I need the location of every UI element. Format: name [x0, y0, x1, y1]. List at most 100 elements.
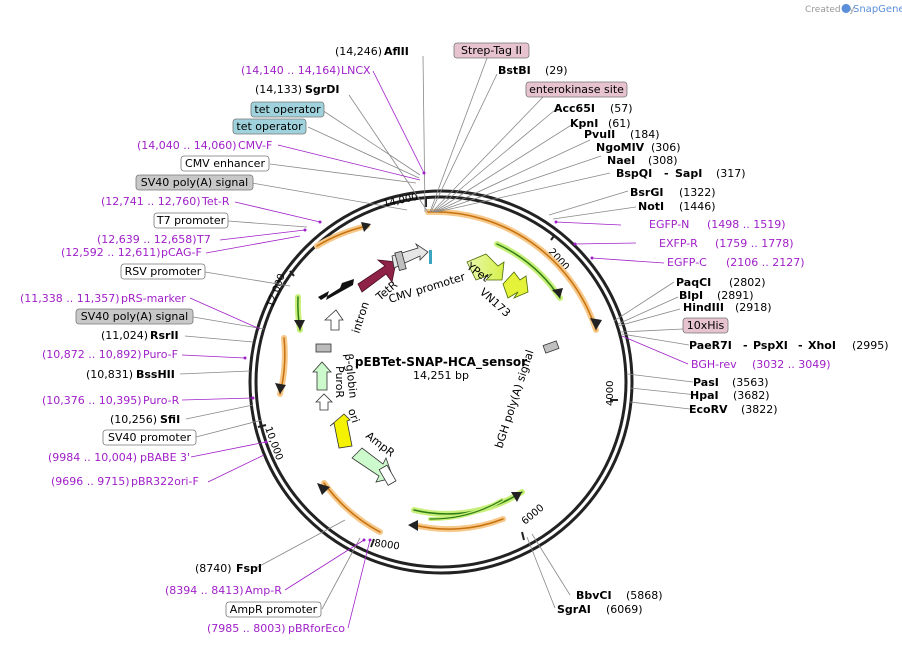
egfpc-name: EGFP-C [667, 256, 707, 269]
acc65-name: Acc65I [554, 102, 595, 115]
feature-label-ori: ori [345, 407, 362, 425]
pspxi-name: PspXI [753, 339, 788, 352]
ampr-promoter-feature [378, 464, 397, 486]
vn173-feature [502, 271, 529, 299]
tick-marks [257, 199, 618, 548]
lncx-pos: (14,140 .. 14,164) [241, 64, 341, 77]
xhoi-name: XhoI [808, 339, 836, 352]
pasi-name: PasI [693, 376, 719, 389]
tick-12000: 12,000 [265, 272, 287, 309]
nae-name: NaeI [607, 154, 635, 167]
noti-name: NotI [638, 200, 664, 213]
credit-prefix: Created by [805, 5, 855, 15]
label-tet-operator-1: tet operator [254, 103, 321, 116]
leader-lines-gray [179, 49, 698, 610]
left-labels: (14,246) AflII (14,140 .. 14,164) LNCX (… [20, 45, 409, 635]
puror-pos: (10,376 .. 10,395) [42, 394, 142, 407]
backbone-inner [254, 195, 628, 569]
pasi-pos: (3563) [732, 376, 769, 389]
kpn-name: KpnI [570, 117, 598, 130]
rsrii-pos: (11,024) [101, 329, 148, 342]
sv40-polyA-feature [315, 343, 332, 353]
t7-pos: (12,639 .. 12,658) [97, 233, 197, 246]
paer7i-sep2: - [798, 339, 803, 352]
pcag-pos: (12,592 .. 12,611) [61, 246, 161, 259]
egfpn-pos: (1498 .. 1519) [707, 218, 786, 231]
label-10xhis: 10xHis [687, 319, 725, 332]
cmvf-pos: (14,040 .. 14,060) [137, 139, 237, 152]
feature-label-puror: PuroR [333, 366, 346, 398]
tetr-name: Tet-R [201, 195, 230, 208]
pvu-name: PvuII [584, 128, 615, 141]
bgh-feature [542, 340, 560, 354]
tick-4000: 4000 [605, 381, 616, 406]
ampr-primer-name: Amp-R [245, 584, 282, 597]
paqci-name: PaqCI [676, 276, 711, 289]
tetr-feature [357, 259, 397, 293]
feature-label-intron: intron [349, 300, 371, 335]
bbvci-pos: (5868) [626, 589, 663, 602]
sgrdi-name: SgrDI [305, 83, 339, 96]
hind-pos: (2918) [735, 301, 772, 314]
label-enterokinase: enterokinase site [529, 83, 624, 96]
plasmid-length: 14,251 bp [413, 369, 469, 382]
ngo-pos: (306) [651, 141, 681, 154]
paer7i-sep1: - [743, 339, 748, 352]
features [312, 242, 560, 486]
tick-6000: 6000 [520, 503, 547, 528]
bbvci-name: BbvCI [576, 589, 612, 602]
sfii-pos: (10,256) [110, 413, 157, 426]
sgrai-pos: (6069) [606, 603, 643, 616]
acc65-pos: (57) [610, 102, 633, 115]
afl-name: AflII [384, 45, 409, 58]
ecorv-name: EcoRV [689, 403, 728, 416]
bsshii-name: BssHII [136, 368, 175, 381]
purof-name: Puro-F [143, 348, 178, 361]
bspqi-pos: (317) [716, 167, 746, 180]
hpai-name: HpaI [690, 389, 719, 402]
puror-feature [312, 361, 332, 391]
box-labels: Strep-Tag II enterokinase site tet opera… [75, 42, 729, 618]
tetr-pos: (12,741 .. 12,760) [101, 195, 201, 208]
ecorv-pos: (3822) [741, 403, 778, 416]
label-sv40-polyA-1: SV40 poly(A) signal [141, 176, 248, 189]
bsrgi-pos: (1322) [679, 186, 716, 199]
noti-pos: (1446) [679, 200, 716, 213]
egfpc-pos: (2106 .. 2127) [726, 256, 805, 269]
exfpr-pos: (1759 .. 1778) [715, 237, 794, 250]
label-ampr-promoter: AmpR promoter [230, 603, 318, 616]
hpai-pos: (3682) [733, 389, 770, 402]
fspi-pos: (8740) [195, 562, 232, 575]
prs-pos: (11,338 .. 11,357) [20, 292, 120, 305]
sgrai-name: SgrAI [557, 603, 591, 616]
leader-lines-purple [181, 70, 689, 629]
kpn-pos: (61) [608, 117, 631, 130]
paer7i-pos: (2995) [852, 339, 889, 352]
label-strep-tag: Strep-Tag II [461, 44, 522, 57]
bghrev-pos: (3032 .. 3049) [752, 358, 831, 371]
label-cmv-enhancer: CMV enhancer [185, 157, 265, 170]
bspqi-name: BspQI [616, 167, 652, 180]
puror-name: Puro-R [143, 394, 180, 407]
lncx-name: LNCX [341, 64, 371, 77]
afl-pos: (14,246) [335, 45, 382, 58]
sv40-promoter-feature [315, 393, 333, 411]
right-labels: BstBI (29) Acc65I (57) KpnI (61) PvuII (… [498, 64, 889, 616]
pbabe-pos: (9984 .. 10,004) [48, 451, 137, 464]
nae-pos: (308) [648, 154, 678, 167]
beta-globin-intron [318, 279, 354, 300]
purof-pos: (10,872 .. 10,892) [42, 348, 142, 361]
ngo-name: NgoMIV [596, 141, 645, 154]
pbabe-name: pBABE 3' [140, 451, 190, 464]
t7-name: T7 [196, 233, 211, 246]
plasmid-name: pEBTet-SNAP-HCA_sensor [355, 355, 527, 370]
snapgene-logo[interactable]: SnapGene [841, 4, 902, 15]
blpi-name: BlpI [679, 289, 703, 302]
ypet-feature [466, 253, 505, 281]
hind-name: HindIII [683, 301, 724, 314]
blpi-pos: (2891) [717, 289, 754, 302]
paer7i-name: PaeR7I [689, 339, 732, 352]
credit-brand: SnapGene [853, 4, 902, 15]
label-sv40-promoter: SV40 promoter [108, 431, 192, 444]
